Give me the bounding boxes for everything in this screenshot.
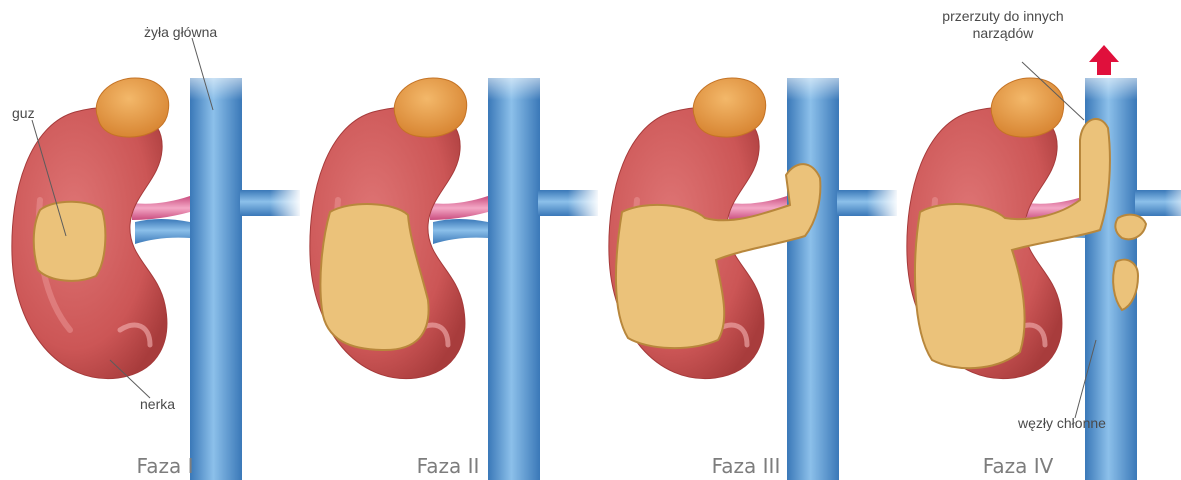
vena-cava [190,78,242,480]
stage-4-label: Faza IV [928,454,1108,478]
metastases-label: przerzuty do innych narządów [928,8,1078,42]
metastases-label-line-1: przerzuty do innych [928,8,1078,25]
adrenal-gland [96,78,168,137]
vena-cava-label: żyła główna [144,24,217,41]
stage-3-label: Faza III [656,454,836,478]
tumor-stage-1 [34,202,106,281]
stage-2-label: Faza II [358,454,538,478]
renal-artery [132,196,190,220]
stage-1-label: Faza I [75,454,255,478]
lymph-nodes-label: węzły chłonne [1018,415,1106,432]
kidney-label: nerka [140,396,175,413]
tumor-label: guz [12,105,35,122]
renal-vein-left [135,219,190,244]
lymph-node-mass-1 [1115,215,1146,240]
metastases-label-line-2: narządów [928,25,1078,42]
